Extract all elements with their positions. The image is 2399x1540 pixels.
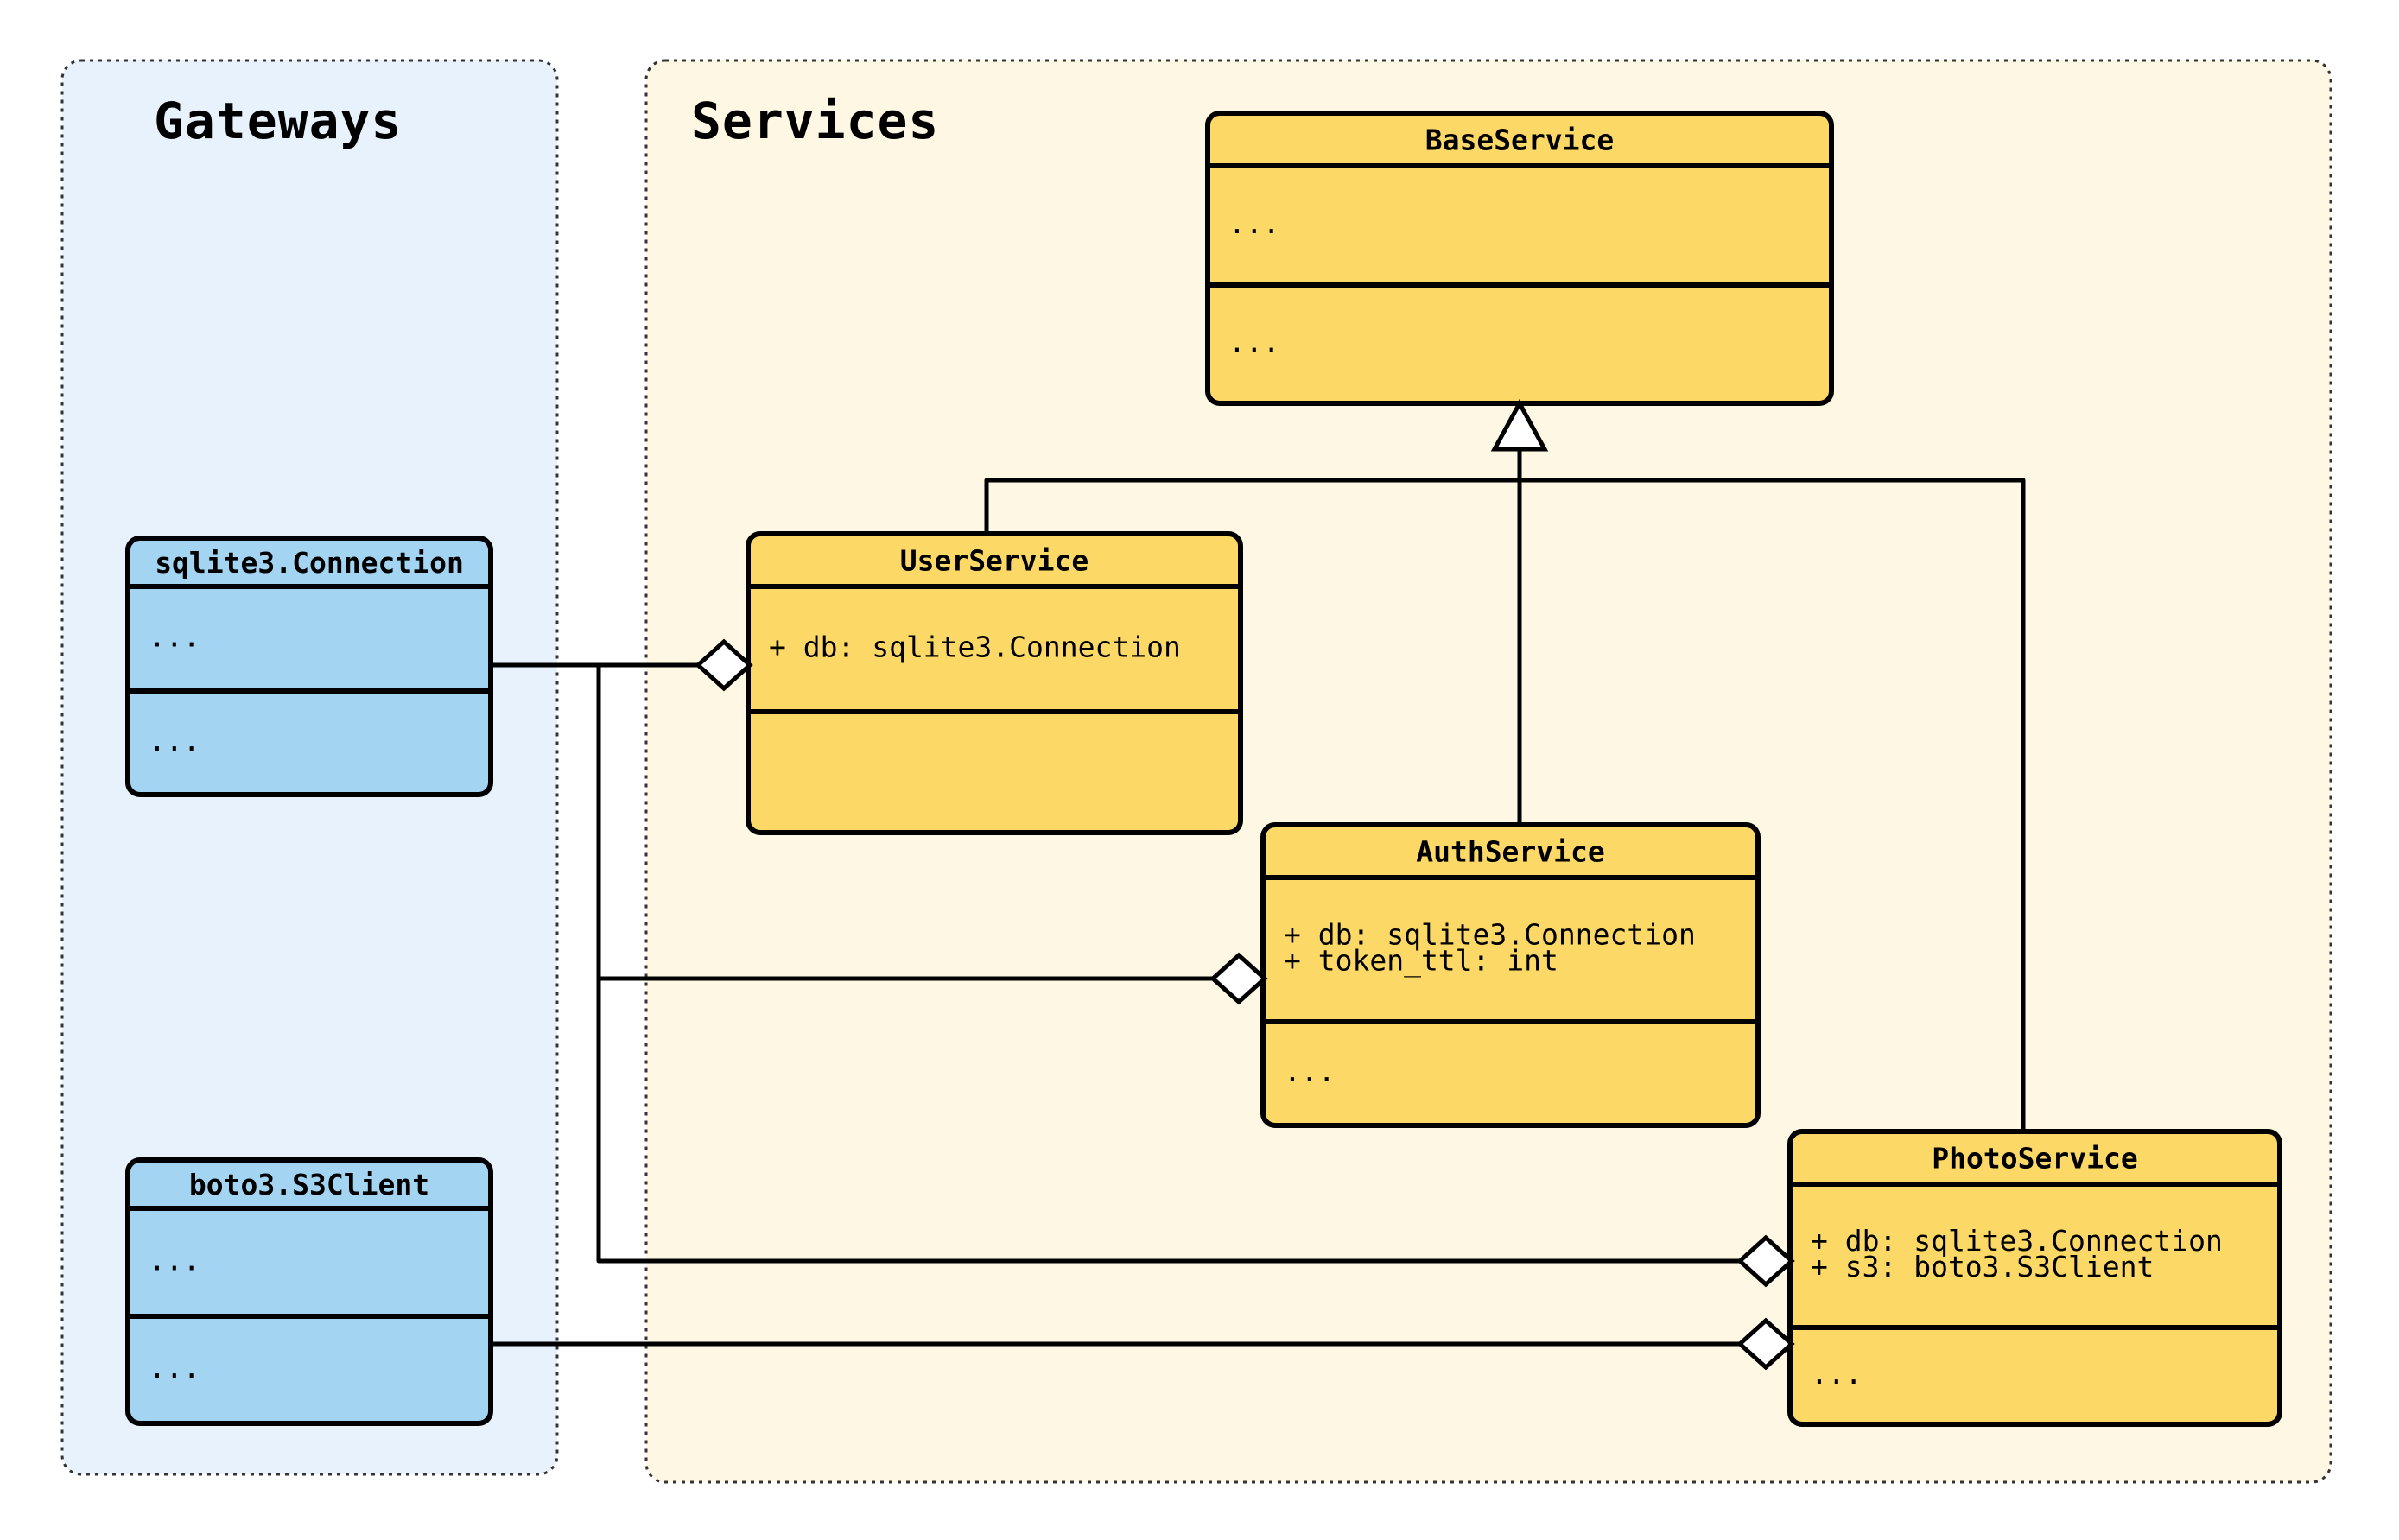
class-name-boto3-s3client: boto3.S3Client [189,1168,429,1201]
class-user-service[interactable]: UserService + db: sqlite3.Connection [746,531,1243,835]
class-attribute-user-service-0: + db: sqlite3.Connection [769,631,1181,664]
aggregation-diamond-icon-user-service-diamond [695,638,753,692]
class-boto3-s3client[interactable]: boto3.S3Client...... [125,1157,493,1426]
class-attribute-base-service-0: ... [1228,206,1280,240]
class-attribute-sqlite3-connection-0: ... [149,620,200,654]
class-name-photo-service: PhotoService [1932,1142,2137,1176]
class-attribute-photo-service-0: + db: sqlite3.Connection [1811,1224,2223,1258]
class-body-boto3-s3client [125,1157,493,1426]
class-photo-service[interactable]: PhotoService + db: sqlite3.Connection+ s3… [1787,1129,2282,1427]
class-body-sqlite3-connection [125,536,493,797]
aggregation-diamond-icon-photo-service-s3-diamond [1736,1317,1795,1371]
class-method-photo-service-0: ... [1811,1357,1863,1391]
class-attribute-auth-service-0: + db: sqlite3.Connection [1284,918,1696,952]
class-attribute-auth-service-1: + token_ttl: int [1284,944,1558,979]
class-body-user-service [746,531,1243,835]
class-method-auth-service-0: ... [1284,1055,1336,1088]
class-body-photo-service [1787,1129,2282,1427]
relationships-layer [491,432,2026,1347]
class-name-base-service: BaseService [1425,124,1615,157]
class-method-base-service-0: ... [1228,326,1280,359]
class-method-sqlite3-connection-0: ... [149,724,200,757]
relationship-authservice-aggregates-connection [491,662,1239,981]
class-name-auth-service: AuthService [1416,835,1605,869]
relationship-photoservice-inherits-baseservice [1520,478,2026,1131]
aggregation-diamond-icon-auth-service-diamond [1209,952,1268,1005]
generalization-triangle-icon [1490,398,1549,452]
relationship-photoservice-aggregates-connection [596,979,1766,1264]
classes-layer: BaseService...... UserService + db: sqlite… [125,111,2282,1427]
class-auth-service[interactable]: AuthService + db: sqlite3.Connection+ tok… [1260,822,1761,1128]
class-attribute-photo-service-1: + s3: boto3.S3Client [1811,1250,2154,1283]
class-base-service[interactable]: BaseService...... [1205,111,1834,406]
class-attribute-boto3-s3client-0: ... [149,1244,200,1277]
markers-layer [695,398,1795,1371]
package-body-services [644,59,2332,1484]
class-name-user-service: UserService [900,544,1089,578]
package-title-gateways: Gateways [154,92,402,150]
class-name-sqlite3-connection: sqlite3.Connection [155,546,464,580]
package-title-services: Services [691,92,939,150]
aggregation-diamond-icon-photo-service-db-diamond [1736,1234,1795,1288]
class-method-boto3-s3client-0: ... [149,1351,200,1385]
relationship-userservice-inherits-baseservice [984,478,1520,534]
class-sqlite3-connection[interactable]: sqlite3.Connection...... [125,536,493,797]
package-services: Services [644,59,2332,1484]
